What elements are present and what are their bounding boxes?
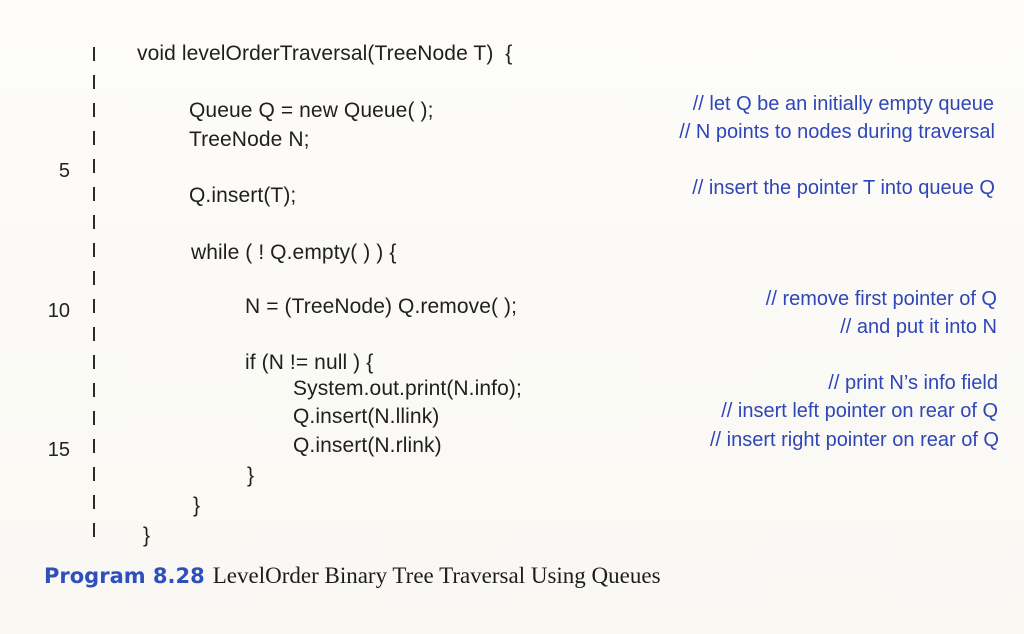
code-comment: // remove first pointer of Q [765, 288, 997, 310]
rule-mark [93, 215, 95, 229]
rule-mark [93, 411, 95, 425]
code-comment: // print N’s info field [828, 372, 998, 394]
code-comment: // let Q be an initially empty queue [692, 93, 994, 115]
code-comment: // insert right pointer on rear of Q [709, 429, 999, 451]
code-line: Q.insert(N.rlink) [293, 434, 442, 457]
rule-mark [93, 383, 95, 397]
line-number: 15 [47, 439, 70, 461]
code-line: void levelOrderTraversal(TreeNode T) { [137, 42, 513, 65]
rule-mark [93, 495, 95, 509]
code-line: } [247, 464, 255, 487]
code-line: System.out.print(N.info); [293, 377, 522, 400]
code-comment: // insert left pointer on rear of Q [721, 400, 998, 422]
code-comment: // N points to nodes during traversal [679, 121, 995, 143]
code-line: Queue Q = new Queue( ); [189, 99, 434, 122]
rule-mark [93, 327, 95, 341]
code-line: Q.insert(T); [189, 184, 297, 207]
caption-label: Program 8.28 [44, 564, 205, 588]
code-line: if (N != null ) { [245, 351, 374, 374]
code-comment: // insert the pointer T into queue Q [692, 177, 995, 199]
rule-mark [93, 271, 95, 285]
code-line: while ( ! Q.empty( ) ) { [191, 241, 397, 264]
caption-text: LevelOrder Binary Tree Traversal Using Q… [212, 563, 661, 588]
rule-mark [93, 439, 95, 453]
rule-mark [93, 159, 95, 173]
code-comment: // and put it into N [840, 316, 997, 338]
rule-mark [93, 75, 95, 89]
rule-mark [93, 103, 95, 117]
code-line: TreeNode N; [189, 128, 310, 151]
rule-mark [93, 355, 95, 369]
rule-mark [93, 131, 95, 145]
code-line: } [193, 494, 201, 517]
code-line: N = (TreeNode) Q.remove( ); [245, 295, 518, 318]
line-number: 5 [58, 160, 70, 182]
rule-mark [93, 243, 95, 257]
rule-mark [93, 187, 95, 201]
rule-mark [93, 467, 95, 481]
program-caption: Program 8.28 LevelOrder Binary Tree Trave… [44, 563, 661, 589]
line-number: 10 [47, 300, 70, 322]
code-line: Q.insert(N.llink) [293, 405, 440, 428]
code-line: } [143, 524, 151, 547]
rule-mark [93, 299, 95, 313]
rule-mark [93, 47, 95, 61]
rule-mark [93, 523, 95, 537]
